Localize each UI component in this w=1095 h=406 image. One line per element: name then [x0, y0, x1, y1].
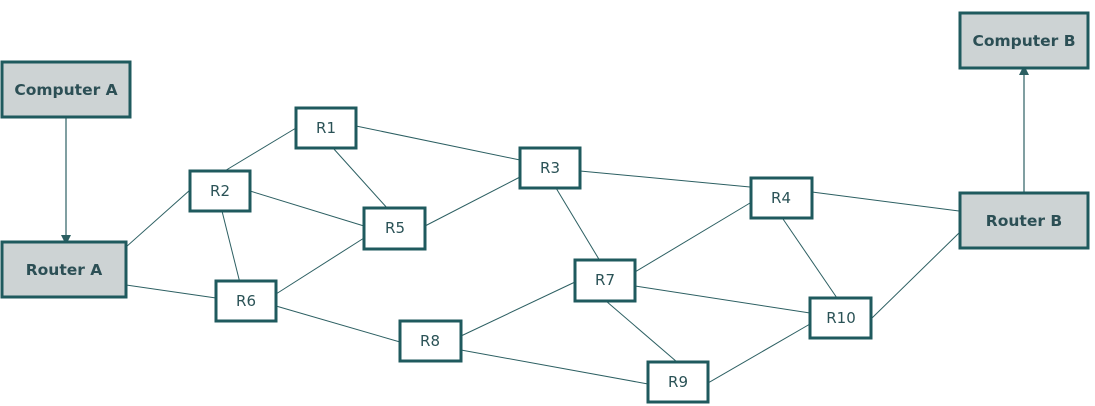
node-computer-a-box: [0, 60, 132, 119]
links: [61, 65, 1029, 385]
link-r7-r10: [634, 285, 811, 314]
node-r7: R7: [573, 258, 637, 303]
link-router-a-r6: [125, 284, 217, 299]
link-r3-r4: [579, 170, 751, 188]
node-computer-a-label: Computer A: [14, 81, 117, 99]
node-router-a-label: Router A: [26, 261, 103, 279]
node-r2-label: R2: [210, 182, 230, 200]
node-r9: R9: [646, 360, 710, 404]
link-r4-router-b: [811, 191, 960, 212]
node-r8-box: [398, 319, 463, 363]
node-router-b: Router B: [958, 191, 1090, 250]
node-r9-box: [646, 360, 710, 404]
node-r6-box: [214, 279, 278, 323]
node-r6: R6: [214, 279, 278, 323]
link-r5-r3: [424, 176, 521, 227]
node-r10-box: [808, 296, 873, 340]
node-r5-box: [362, 206, 427, 251]
link-r7-r9: [605, 300, 678, 363]
link-router-a-r2: [125, 189, 191, 248]
node-router-b-label: Router B: [986, 212, 1062, 230]
node-r1-box: [294, 106, 358, 150]
link-r2-r5: [249, 190, 365, 227]
node-r4-box: [749, 176, 814, 220]
node-r8: R8: [398, 319, 463, 363]
node-computer-b-label: Computer B: [972, 32, 1075, 50]
node-r10-label: R10: [826, 309, 856, 327]
node-r1-label: R1: [316, 119, 336, 137]
node-r7-label: R7: [595, 271, 615, 289]
node-router-a-box: [0, 240, 128, 299]
node-r3-label: R3: [540, 159, 560, 177]
node-r4: R4: [749, 176, 814, 220]
node-r8-label: R8: [420, 332, 440, 350]
link-r4-r7: [634, 202, 751, 273]
link-r5-r6: [275, 237, 365, 295]
node-router-a: Router A: [0, 240, 128, 299]
node-r2: R2: [188, 169, 252, 213]
link-r2-r6: [221, 210, 241, 284]
node-r6-label: R6: [236, 292, 256, 310]
node-computer-a: Computer A: [0, 60, 132, 119]
link-r1-r5: [332, 147, 389, 210]
node-r1: R1: [294, 106, 358, 150]
node-r9-label: R9: [668, 373, 688, 391]
link-r3-r7: [555, 187, 601, 262]
link-r10-router-b: [871, 232, 960, 319]
nodes: Computer A Router A Computer B Router B …: [0, 11, 1090, 404]
link-r4-r10: [782, 218, 838, 299]
node-r5-label: R5: [385, 219, 405, 237]
node-r3: R3: [518, 146, 582, 190]
node-r5: R5: [362, 206, 427, 251]
link-r1-r3: [355, 125, 521, 161]
node-r2-box: [188, 169, 252, 213]
link-r8-r9: [460, 349, 649, 385]
link-r6-r8: [275, 305, 401, 343]
node-computer-b-box: [958, 11, 1090, 70]
node-r4-label: R4: [771, 189, 791, 207]
node-r7-box: [573, 258, 637, 303]
node-computer-b: Computer B: [958, 11, 1090, 70]
node-router-b-box: [958, 191, 1090, 250]
node-r3-box: [518, 146, 582, 190]
link-r7-r8: [460, 281, 576, 337]
link-r9-r10: [707, 323, 811, 384]
node-r10: R10: [808, 296, 873, 340]
link-r2-r1: [222, 127, 297, 173]
